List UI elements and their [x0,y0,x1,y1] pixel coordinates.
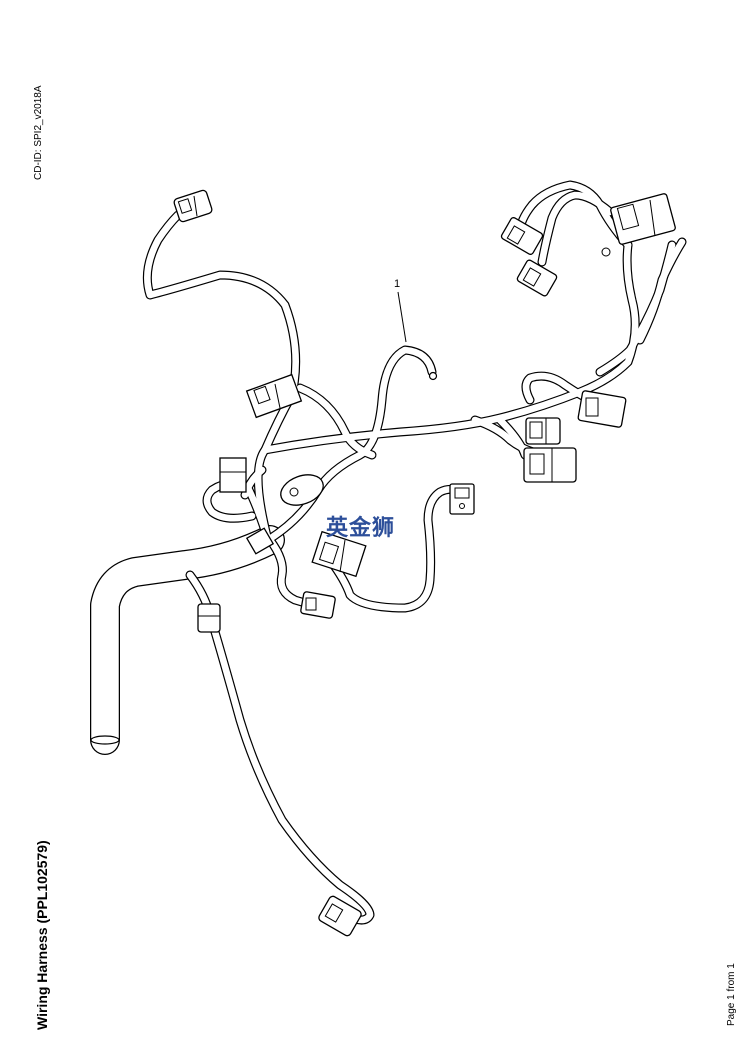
connector-right-center [449,483,475,515]
connector-right-a [525,417,561,445]
mounting-eyelet [601,247,611,257]
callout-leader-line [397,291,407,343]
connector-clip-left [197,603,221,633]
connector-right-b [523,447,577,483]
connector-left-clip [219,457,247,493]
callout-label-1: 1 [394,278,401,290]
connector-top-left [173,189,213,223]
connector-top-right-a [500,217,544,255]
connector-junction-small [245,527,275,555]
main-trunk [90,525,285,755]
connector-center-grommet [280,474,324,506]
watermark: 英金狮 [326,516,396,541]
connector-top-right-b [516,259,558,297]
connector-center [311,530,367,578]
connector-top-right-main [610,193,676,245]
connector-upper-left [245,373,303,419]
ring-terminal [428,371,438,381]
connector-right-c [577,390,627,428]
connector-bottom [318,895,362,937]
connector-lower-small [300,591,336,619]
